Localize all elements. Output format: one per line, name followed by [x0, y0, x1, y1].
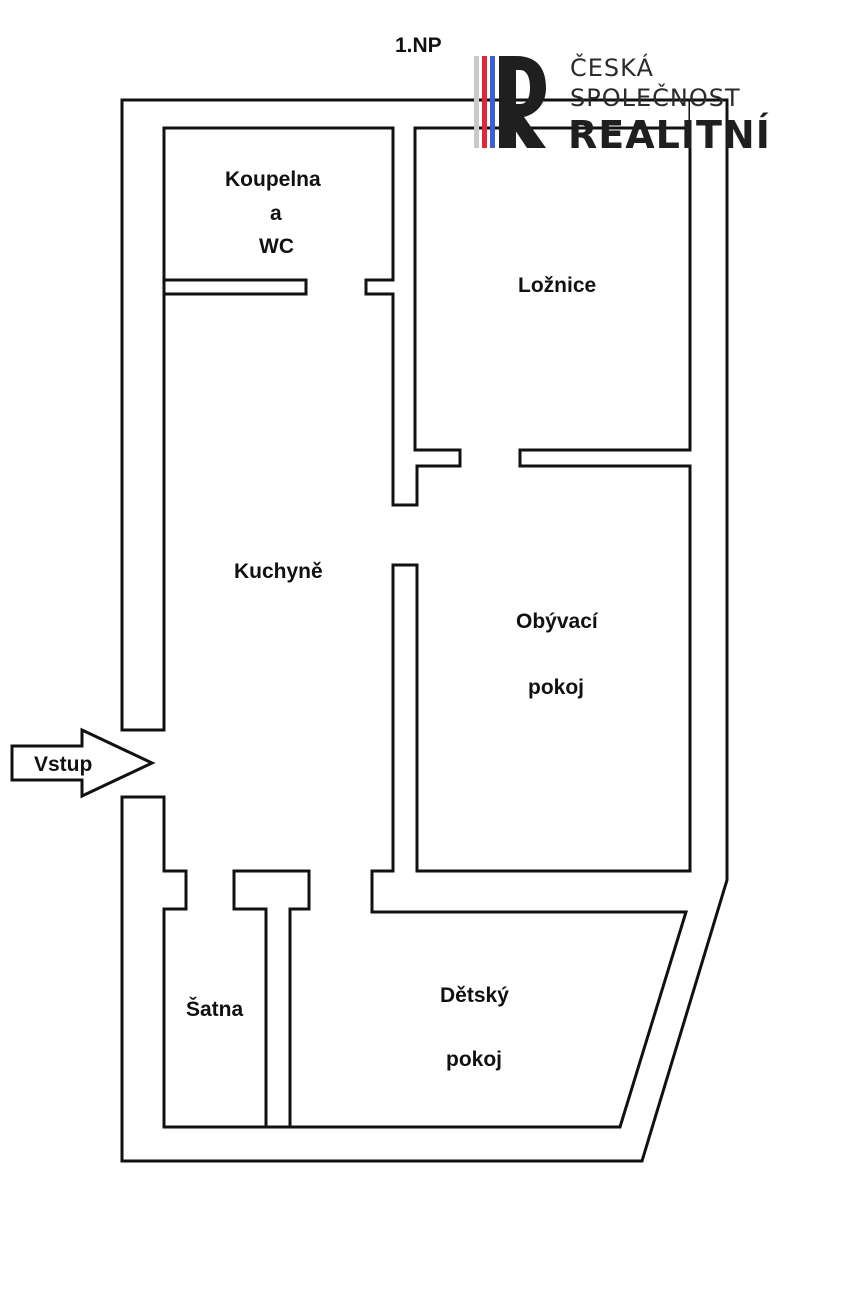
logo-stripe-gray: [474, 56, 479, 148]
company-logo: ČESKÁ SPOLEČNOST REALITNÍ: [474, 52, 771, 157]
bathroom-label-2: a: [270, 202, 282, 225]
bathroom-label-1: Koupelna: [225, 168, 321, 191]
kitchen-label: Kuchyně: [234, 560, 323, 583]
wardrobe-label: Šatna: [186, 997, 244, 1021]
floor-label: 1.NP: [395, 34, 442, 57]
bathroom-label-3: WC: [259, 235, 294, 258]
kids-room-label-2: pokoj: [446, 1048, 502, 1071]
logo-stripe-blue: [490, 56, 495, 148]
entrance-label: Vstup: [34, 753, 92, 776]
living-room-label-2: pokoj: [528, 676, 584, 699]
outer-wall-right: [120, 98, 729, 1163]
bathroom-wall-bottom-left: [162, 278, 308, 296]
logo-line-1: ČESKÁ: [570, 52, 654, 82]
logo-stripe-red: [482, 56, 487, 148]
logo-line-3: REALITNÍ: [568, 113, 771, 157]
entrance-arrow: [10, 727, 156, 799]
logo-r-icon: [499, 56, 546, 148]
living-room-label-1: Obývací: [516, 610, 599, 633]
logo-line-2: SPOLEČNOST: [570, 82, 741, 112]
kids-room-label-1: Dětský: [440, 984, 509, 1007]
wardrobe-partition: [232, 869, 311, 1129]
bedroom-label: Ložnice: [518, 274, 596, 297]
